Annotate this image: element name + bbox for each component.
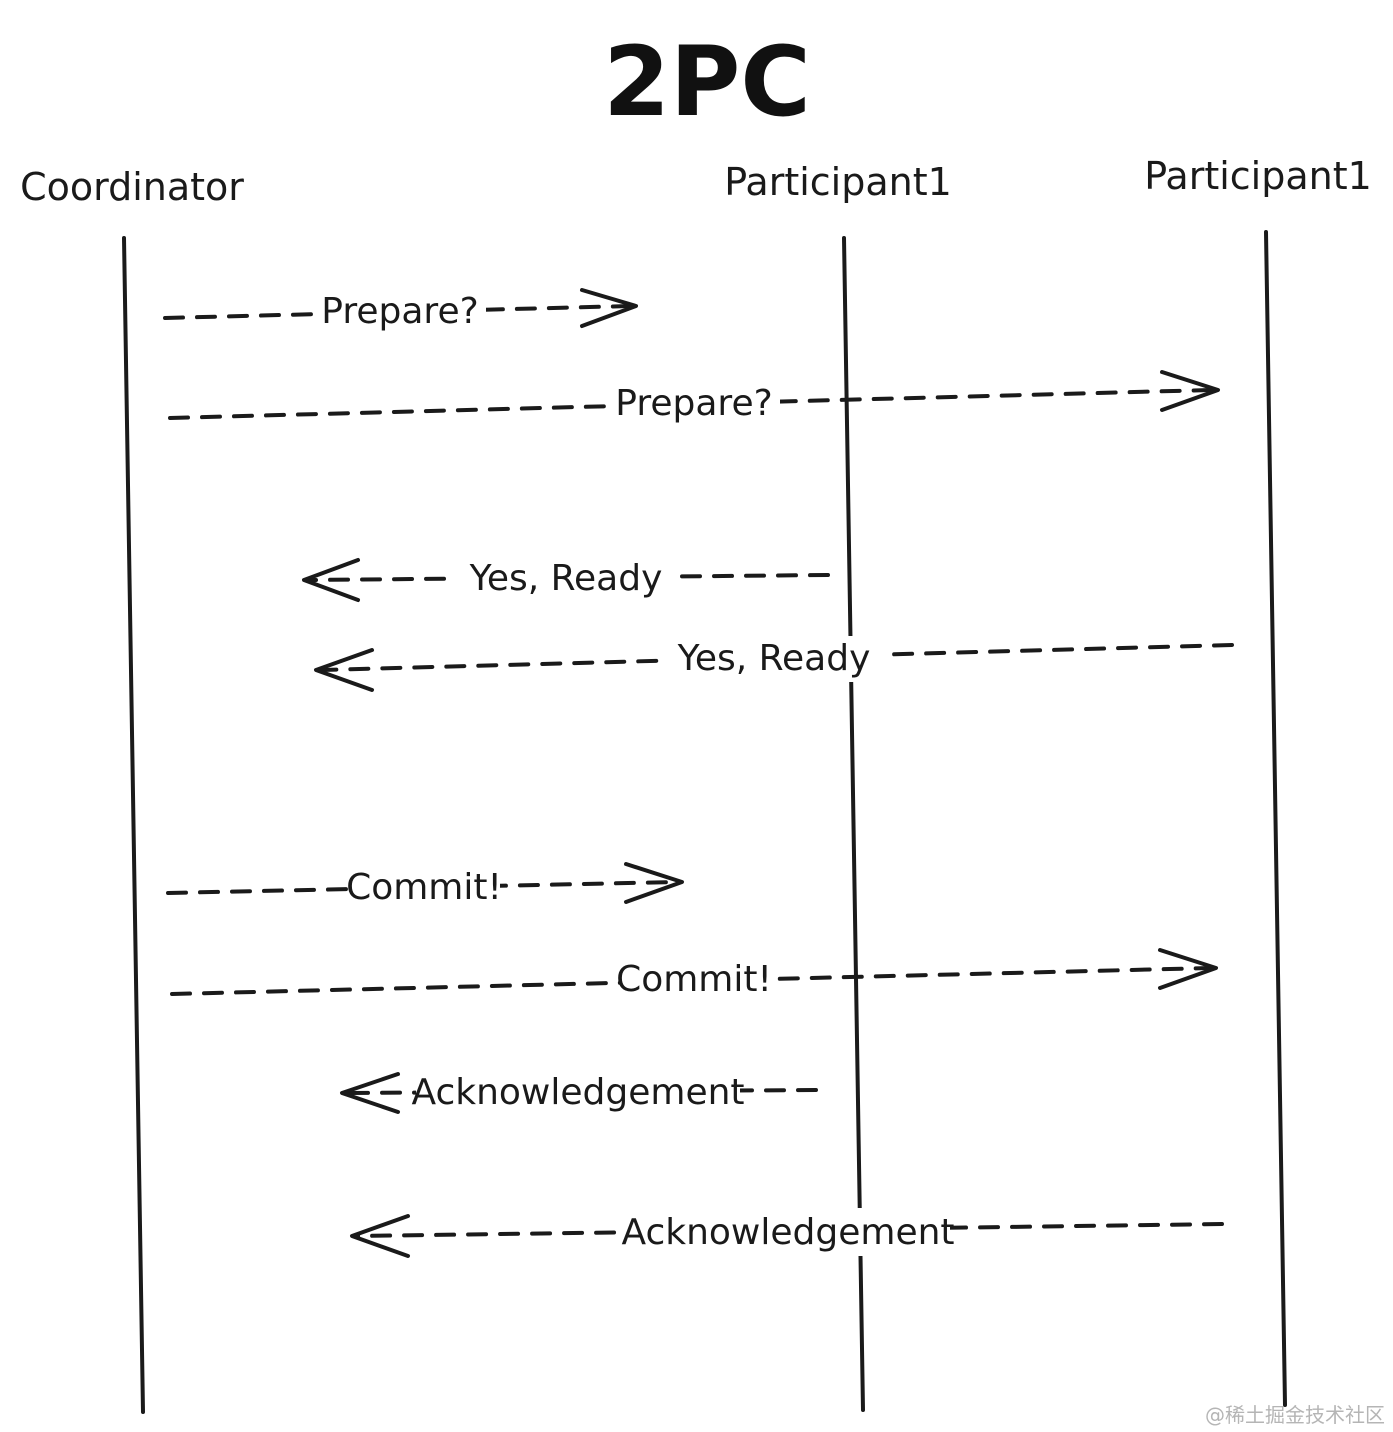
actor-coordinator-label: Coordinator — [20, 165, 244, 209]
arrow-right-icon — [1158, 948, 1218, 990]
message-label: Acknowledgement — [621, 1212, 954, 1253]
arrow-left-icon — [350, 1214, 410, 1258]
arrow-right-icon — [624, 862, 684, 904]
message-label: Commit! — [346, 867, 502, 908]
label-background — [456, 556, 678, 602]
coordinator-lifeline — [122, 236, 145, 1414]
message-prepare-to-participant-b: Prepare? — [168, 370, 1220, 426]
message-commit-to-participant-b: Commit! — [170, 948, 1218, 1002]
message-label: Commit! — [616, 959, 772, 1000]
message-prepare-to-participant-a: Prepare? — [163, 288, 638, 334]
label-background — [350, 866, 500, 910]
arrow-right-icon — [1160, 370, 1220, 412]
diagram-title: 2PC — [603, 26, 811, 138]
message-label: Acknowledgement — [411, 1072, 744, 1113]
label-background — [314, 290, 486, 334]
message-label: Prepare? — [321, 291, 478, 332]
message-ready-from-participant-a: Yes, Ready — [302, 556, 830, 602]
label-background — [608, 382, 780, 426]
arrow-left-icon — [340, 1072, 400, 1114]
arrow-right-icon — [580, 288, 638, 328]
message-label: Prepare? — [615, 383, 772, 424]
message-label: Yes, Ready — [677, 638, 871, 679]
label-background — [620, 958, 770, 1002]
participant-b-lifeline — [1264, 230, 1287, 1407]
message-ack-from-participant-b: Acknowledgement — [350, 1208, 1224, 1258]
actor-participant-b-label: Participant1 — [1144, 154, 1372, 198]
label-background — [664, 636, 886, 682]
label-background — [416, 1070, 740, 1116]
label-background — [626, 1208, 950, 1256]
message-label: Yes, Ready — [469, 558, 663, 599]
actor-participant-a-label: Participant1 — [724, 160, 952, 204]
message-ack-from-participant-a: Acknowledgement — [340, 1070, 818, 1116]
watermark: @稀土掘金技术社区 — [1205, 1403, 1385, 1427]
message-line — [166, 880, 677, 895]
arrow-left-icon — [314, 648, 374, 692]
message-ready-from-participant-b: Yes, Ready — [314, 636, 1234, 692]
arrow-left-icon — [302, 558, 360, 602]
message-commit-to-participant-a: Commit! — [166, 862, 684, 910]
